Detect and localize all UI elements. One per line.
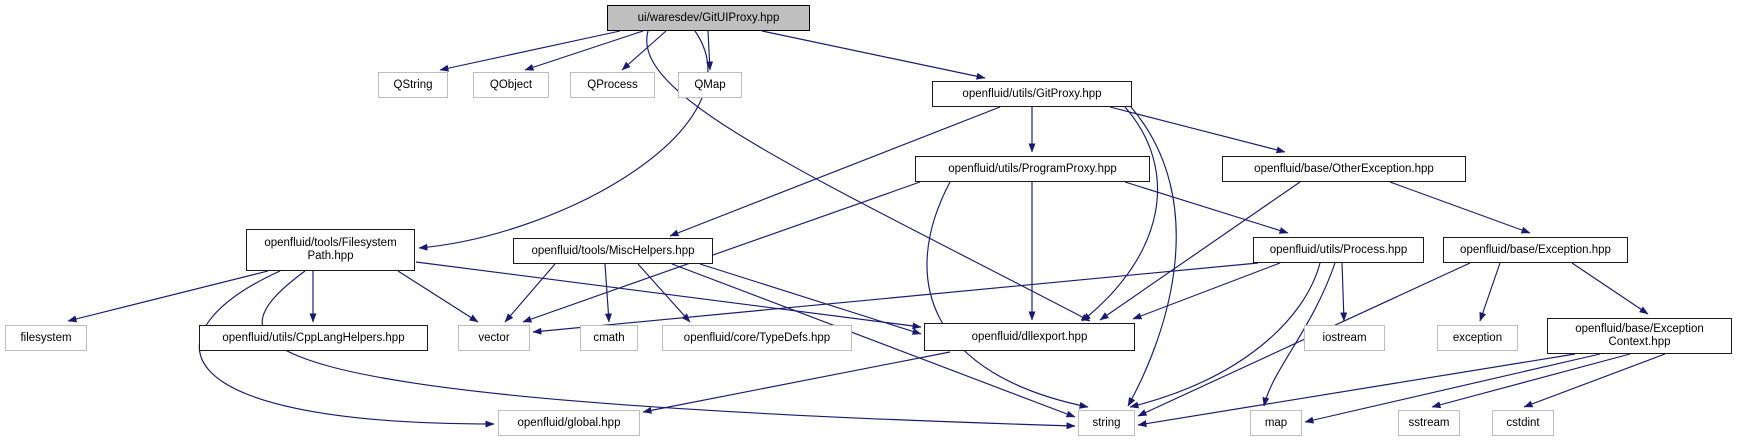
node-label: openfluid/utils/ProgramProxy.hpp [948, 162, 1117, 175]
edge-exception_hpp-to-exception_std [1479, 262, 1501, 322]
node-sstream: sstream [1398, 410, 1460, 436]
edge-filesystempath-to-filesystem [67, 270, 269, 323]
node-label: sstream [1408, 416, 1450, 429]
edge-exceptioncontext-to-string [1137, 353, 1576, 428]
edge-gitproxy-to-otherexception [1109, 106, 1286, 154]
node-dllexport[interactable]: openfluid/dllexport.hpp [924, 323, 1135, 351]
node-label: QProcess [587, 78, 638, 91]
node-vector: vector [458, 325, 530, 351]
edge-root-to-qstring [439, 30, 621, 72]
node-label: QMap [694, 78, 726, 91]
edge-programproxy-to-vector [522, 181, 921, 323]
node-label: string [1092, 416, 1121, 429]
edge-root-to-qobject [524, 30, 644, 71]
edge-dllexport-to-global [642, 351, 951, 414]
node-qprocess: QProcess [570, 72, 655, 98]
edge-exceptioncontext-to-sstream [1431, 353, 1631, 409]
node-string: string [1078, 410, 1135, 436]
edge-mischelpers-to-dllexport [699, 263, 922, 335]
edge-filesystempath-to-dllexport [415, 261, 922, 330]
edge-programproxy-to-process [1124, 181, 1289, 234]
edge-process-to-string [1129, 262, 1321, 409]
node-label: exception [1452, 331, 1503, 344]
node-typedefs: openfluid/core/TypeDefs.hpp [662, 325, 852, 351]
node-label: Context.hpp [1608, 336, 1671, 348]
node-label: openfluid/base/Exception.hpp [1460, 243, 1611, 256]
node-label: openfluid/utils/Process.hpp [1269, 243, 1408, 256]
edge-exception_hpp-to-exceptioncontext [1571, 262, 1649, 315]
edge-mischelpers-to-typedefs [637, 263, 691, 323]
node-qmap: QMap [678, 72, 742, 98]
node-iostream: iostream [1304, 325, 1385, 351]
node-process[interactable]: openfluid/utils/Process.hpp [1253, 237, 1424, 263]
edge-gitproxy-to-string [1127, 106, 1177, 407]
edge-root-to-dllexport [646, 30, 1091, 322]
edge-mischelpers-to-cmath [604, 263, 612, 323]
edge-gitproxy-to-mischelpers [669, 106, 1001, 237]
node-label: iostream [1322, 331, 1367, 344]
edge-root-to-qprocess [621, 30, 667, 71]
node-label: map [1264, 416, 1288, 429]
node-label: Path.hpp [307, 250, 354, 262]
node-cpplanghelpers[interactable]: openfluid/utils/CppLangHelpers.hpp [199, 325, 428, 351]
edge-filesystempath-to-string [261, 270, 1076, 430]
edge-otherexception-to-dllexport [1099, 181, 1301, 321]
node-exception_hpp[interactable]: openfluid/base/Exception.hpp [1443, 237, 1628, 263]
edge-mischelpers-to-vector [504, 263, 556, 323]
edge-root-to-gitproxy [761, 30, 986, 80]
node-label: openfluid/base/Exception [1575, 323, 1704, 335]
edge-process-to-map [1262, 262, 1336, 407]
node-label: openfluid/base/OtherException.hpp [1254, 162, 1434, 175]
edge-process-to-vector [532, 262, 1259, 335]
node-label: QString [393, 78, 433, 91]
edge-process-to-iostream [1340, 262, 1348, 322]
node-label: openfluid/tools/MiscHelpers.hpp [531, 244, 695, 257]
node-label: openfluid/global.hpp [517, 416, 621, 429]
edge-mischelpers-to-string [671, 263, 1076, 418]
node-mischelpers[interactable]: openfluid/tools/MiscHelpers.hpp [513, 238, 713, 264]
node-cstdint: cstdint [1492, 410, 1554, 436]
node-label: filesystem [20, 331, 72, 344]
edge-otherexception-to-exception_hpp [1389, 181, 1531, 234]
node-label: openfluid/utils/GitProxy.hpp [962, 87, 1102, 100]
node-map: map [1250, 410, 1302, 436]
edge-exceptioncontext-to-map [1304, 353, 1601, 424]
edge-filesystempath-to-vector [397, 270, 479, 323]
node-label: vector [478, 331, 510, 344]
node-label: QObject [489, 78, 533, 91]
edge-root-to-qmap [706, 30, 714, 71]
node-qstring: QString [378, 72, 448, 98]
edge-root-to-filesystempath [418, 30, 709, 251]
edge-process-to-dllexport [1132, 262, 1281, 320]
edge-gitproxy-to-dllexport [1081, 106, 1159, 322]
node-label: openfluid/utils/CppLangHelpers.hpp [222, 331, 405, 344]
node-label: openfluid/tools/Filesystem [264, 237, 397, 249]
node-qobject: QObject [473, 72, 549, 98]
node-programproxy[interactable]: openfluid/utils/ProgramProxy.hpp [915, 156, 1150, 182]
node-label: openfluid/dllexport.hpp [971, 330, 1088, 343]
edge-filesystempath-to-global [198, 270, 495, 428]
node-root: ui/waresdev/GitUIProxy.hpp [607, 5, 810, 31]
node-label: cstdint [1506, 416, 1540, 429]
node-label: openfluid/core/TypeDefs.hpp [683, 331, 831, 344]
node-cmath: cmath [580, 325, 638, 351]
node-label: cmath [593, 331, 625, 344]
edge-exceptioncontext-to-cstdint [1523, 353, 1666, 408]
node-gitproxy[interactable]: openfluid/utils/GitProxy.hpp [932, 81, 1132, 107]
node-filesystem: filesystem [5, 325, 87, 351]
node-global: openfluid/global.hpp [498, 410, 640, 436]
node-label: ui/waresdev/GitUIProxy.hpp [637, 11, 780, 24]
node-otherexception[interactable]: openfluid/base/OtherException.hpp [1222, 156, 1466, 182]
node-exception_std: exception [1437, 325, 1518, 351]
edge-programproxy-to-string [926, 181, 1089, 409]
